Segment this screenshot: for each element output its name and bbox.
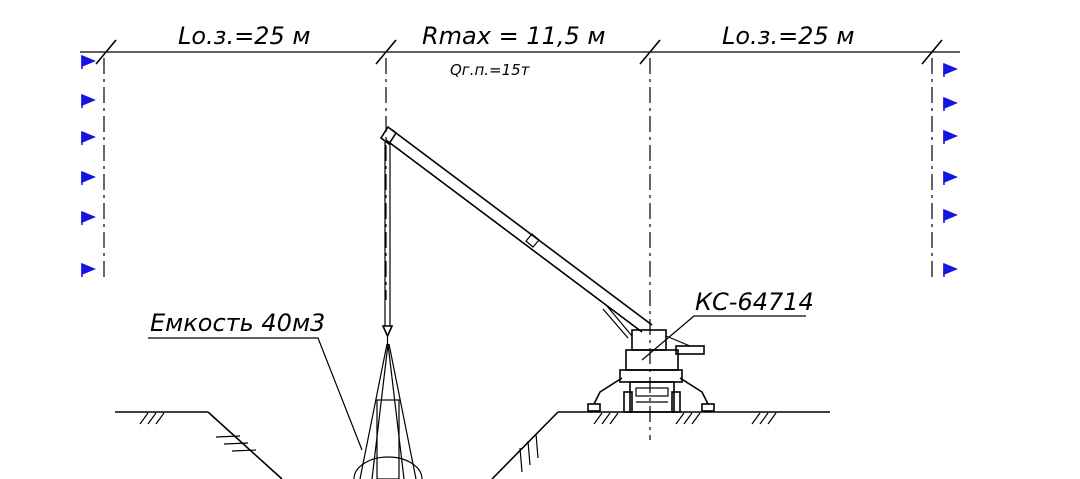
flag-icon	[943, 96, 958, 111]
crane-boom	[379, 125, 653, 339]
flag-icon	[943, 170, 958, 185]
flag-icon	[943, 262, 958, 277]
radius-label: Rmax = 11,5 м	[422, 22, 606, 50]
left-flag-markers	[81, 54, 96, 277]
flag-icon	[81, 210, 96, 225]
wheel-right	[671, 391, 681, 413]
hook-icon	[381, 325, 394, 338]
outrigger-pad-left	[587, 403, 601, 412]
outrigger-right	[679, 377, 709, 405]
tank-label: Емкость 40м3	[150, 309, 325, 337]
capacity-label: Qг.п.=15т	[450, 61, 531, 79]
flag-icon	[81, 130, 96, 145]
ground-and-pit	[115, 411, 830, 479]
right-zone-label: Lо.з.=25 м	[722, 22, 854, 50]
crane-body	[587, 329, 715, 413]
flag-icon	[81, 54, 96, 69]
wheel-left	[623, 391, 633, 413]
flag-icon	[81, 262, 96, 277]
right-flag-markers	[943, 62, 958, 277]
flag-icon	[943, 208, 958, 223]
flag-icon	[943, 62, 958, 77]
crane-leader-line	[641, 315, 806, 361]
flag-icon	[81, 170, 96, 185]
outrigger-left	[593, 377, 623, 405]
tank-leader-line	[148, 337, 363, 451]
dimension-tick-1	[95, 39, 117, 65]
crane-model-label: КС-64714	[695, 288, 814, 316]
ground-hatching	[139, 412, 777, 473]
left-zone-label: Lо.з.=25 м	[178, 22, 310, 50]
slings	[359, 343, 417, 479]
hoist-rope	[381, 142, 394, 344]
flag-icon	[81, 93, 96, 108]
flag-icon	[943, 129, 958, 144]
outrigger-pad-right	[701, 403, 715, 412]
dimension-tick-2	[375, 39, 397, 65]
boom-head	[379, 125, 398, 146]
dimension-tick-3	[639, 39, 661, 65]
boom-joint	[525, 233, 540, 248]
dimension-tick-4	[921, 39, 943, 65]
dimension-line	[80, 39, 960, 65]
tank-40m3	[353, 399, 423, 479]
